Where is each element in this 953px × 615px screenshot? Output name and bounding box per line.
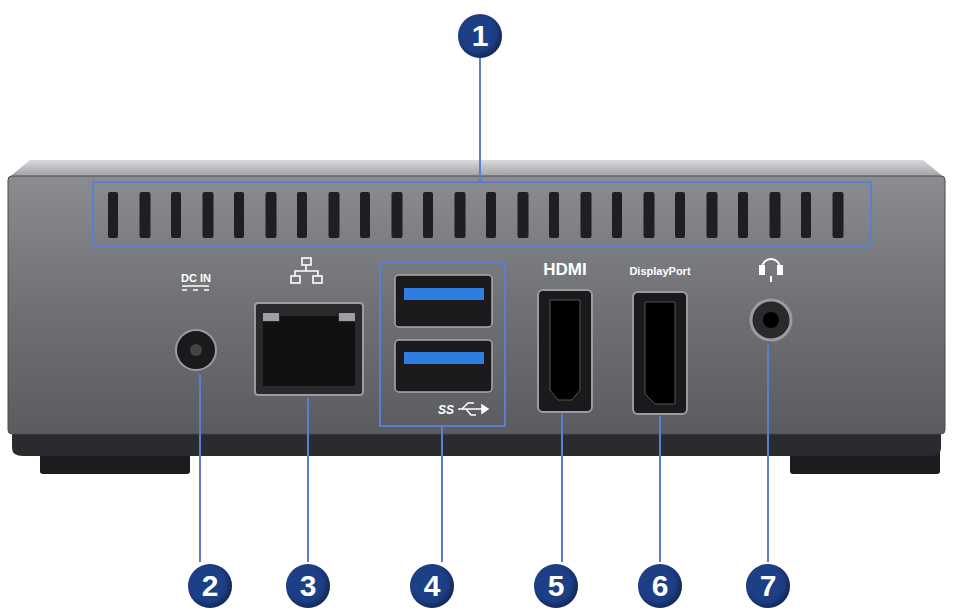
port-label: DC IN [181,272,211,284]
vent-slot [423,192,433,238]
vent-slot [108,192,118,238]
callout-number: 3 [286,564,330,608]
vent-slot [329,192,340,238]
vent-slot [612,192,622,238]
vent-slot [644,192,655,238]
vent-slot [738,192,748,238]
vent-slot [392,192,403,238]
vent-slot [833,192,844,238]
vent-slot [707,192,718,238]
vent-slot [234,192,244,238]
vent-slot [455,192,466,238]
vent-slot [266,192,277,238]
usb-logo-text: SS [438,403,454,417]
vent-slot [549,192,559,238]
callout-number: 1 [458,14,502,58]
vent-slot [203,192,214,238]
vent-slot [297,192,307,238]
callout-number: 2 [188,564,232,608]
vent-slot [770,192,781,238]
callout-number: 7 [746,564,790,608]
vent-slot [140,192,151,238]
callout-number: 4 [410,564,454,608]
vent-slot [581,192,592,238]
vent-slot [171,192,181,238]
port-label: HDMI [543,260,586,280]
port-label: DisplayPort [629,265,690,277]
vent-slot [675,192,685,238]
callout-number: 6 [638,564,682,608]
vent-slot [486,192,496,238]
vent-slot [518,192,529,238]
vent-slot [801,192,811,238]
callout-number: 5 [534,564,578,608]
vent-slot [360,192,370,238]
